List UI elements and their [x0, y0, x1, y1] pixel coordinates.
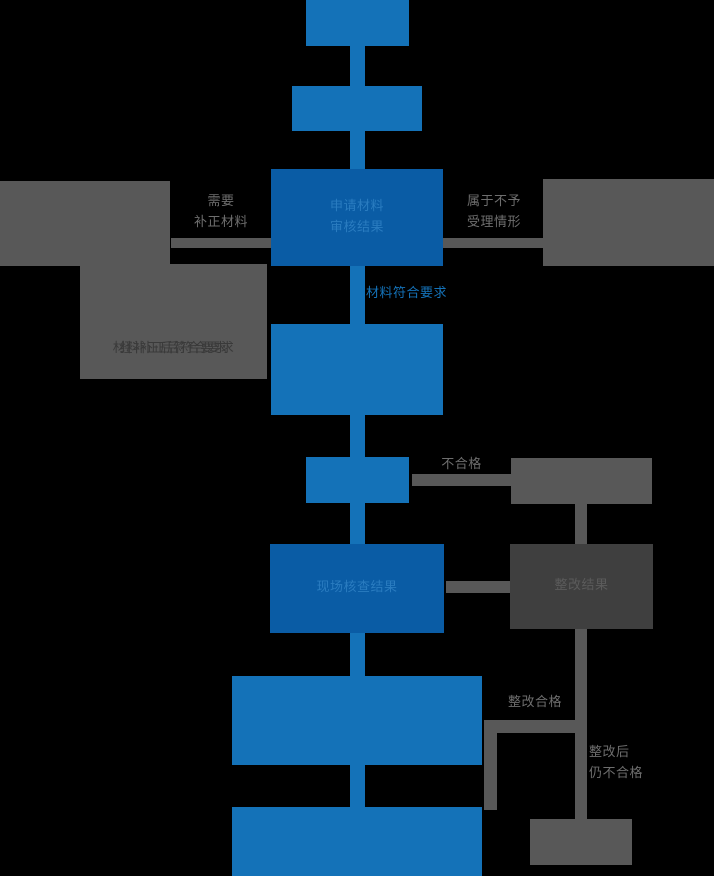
edge-label-still-unqualified-after-rectification: 整改后 仍不合格 [589, 745, 644, 781]
node-start[interactable] [306, 0, 409, 46]
edge-label-materials-meet-requirements: 材料符合要求 [366, 286, 448, 301]
connector-n10-to-right [446, 581, 511, 593]
connector-n9-n11 [575, 504, 587, 544]
node-not-accepted[interactable] [543, 179, 714, 266]
connector-n1-n2 [350, 46, 365, 86]
node-supplement-materials[interactable] [0, 181, 170, 266]
connector-n11-to-left [484, 720, 579, 733]
connector-n10-n12 [350, 633, 365, 676]
node-step-2[interactable] [292, 86, 422, 131]
node-step-8[interactable] [306, 457, 409, 503]
connector-n7-n8 [350, 415, 365, 457]
edge-label-unqualified: 不合格 [441, 457, 482, 472]
overlay-label-materials-corrected-compliant: 材料补正后符合要求 [112, 341, 235, 356]
connector-n3-to-right [443, 238, 543, 248]
node-application-material-review-result[interactable]: 申请材料 审核结果 [271, 169, 443, 266]
connector-n11-down [575, 629, 587, 819]
connector-left-lower-riser [484, 720, 497, 810]
connector-n2-n3 [350, 131, 365, 169]
node-rejection-result[interactable] [530, 819, 632, 865]
connector-n8-n10 [350, 503, 365, 544]
edge-label-rectification-qualified: 整改合格 [507, 695, 562, 710]
connector-n3-to-left [171, 238, 271, 248]
overlay-label-compliant-after-correction: 经补正后符合要求 [119, 341, 228, 356]
node-step-12[interactable] [232, 676, 482, 765]
node-step-13[interactable] [232, 807, 482, 876]
edge-label-need-supplement-materials: 需要 补正材料 [193, 194, 248, 230]
node-onsite-verification-result[interactable]: 现场核查结果 [270, 544, 444, 633]
edge-label-not-acceptable-case: 属于不予 受理情形 [466, 194, 521, 230]
node-rectification-result[interactable]: 整改结果 [510, 544, 653, 629]
connector-n3-n7 [350, 266, 365, 324]
connector-n8-to-right [412, 474, 511, 486]
node-rectification-notice[interactable] [511, 458, 652, 504]
connector-n12-n13 [350, 765, 365, 807]
node-resubmitted-materials[interactable] [80, 264, 267, 379]
node-step-7[interactable] [271, 324, 443, 415]
